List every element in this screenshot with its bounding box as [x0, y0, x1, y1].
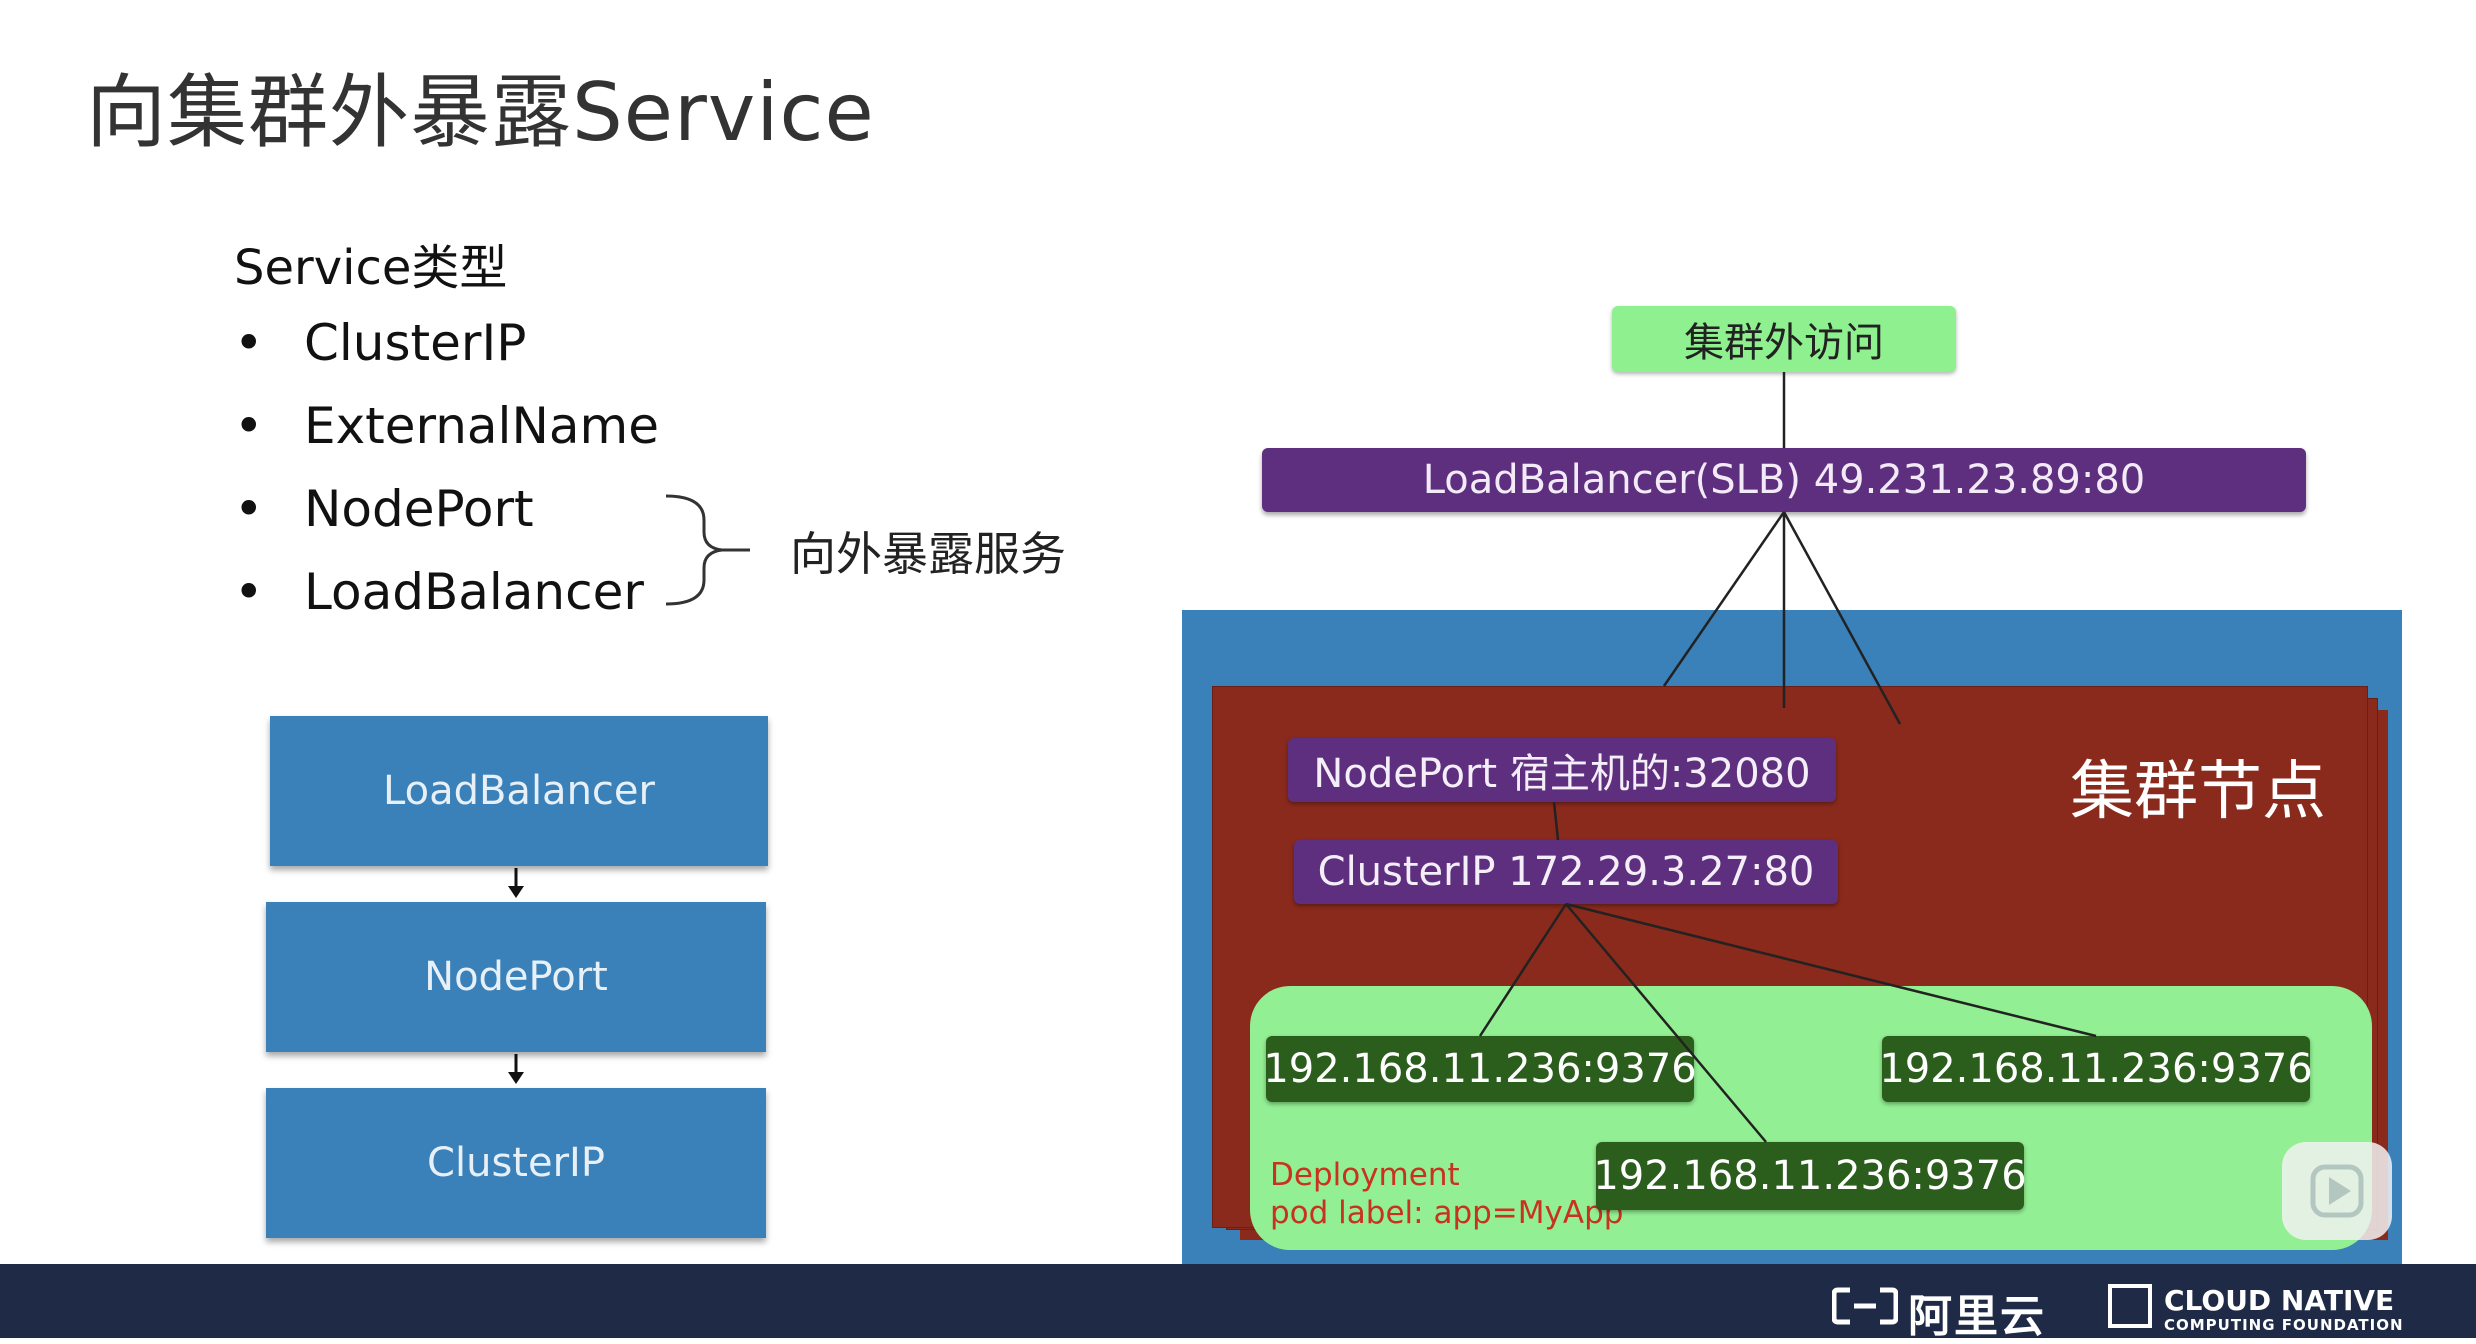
- stack-box-clusterip: ClusterIP: [266, 1088, 766, 1238]
- cncf-subtitle: COMPUTING FOUNDATION: [2164, 1316, 2404, 1334]
- expose-label: 向外暴露服务: [790, 527, 1066, 581]
- arrow-down-icon: [508, 1054, 524, 1084]
- list-item: • ExternalName: [234, 397, 659, 455]
- load-balancer-bar: LoadBalancer(SLB) 49.231.23.89:80: [1262, 448, 2306, 512]
- bullet-icon: •: [234, 397, 264, 455]
- cncf-logo-icon: [2108, 1284, 2152, 1328]
- pod-box: 192.168.11.236:9376: [1879, 1036, 2313, 1102]
- service-types-heading: Service类型: [234, 240, 508, 296]
- list-item: • LoadBalancer: [234, 563, 644, 621]
- deployment-name: Deployment: [1270, 1157, 1460, 1193]
- footer-bar: [0, 1264, 2476, 1338]
- play-icon: [2310, 1164, 2364, 1218]
- list-item: • NodePort: [234, 480, 534, 538]
- list-item-label: NodePort: [304, 480, 534, 538]
- arrow-down-icon: [508, 868, 524, 898]
- bullet-icon: •: [234, 563, 264, 621]
- clusterip-box: ClusterIP 172.29.3.27:80: [1294, 840, 1838, 904]
- stack-box-loadbalancer: LoadBalancer: [270, 716, 768, 866]
- play-button[interactable]: [2282, 1142, 2392, 1240]
- bullet-icon: •: [234, 314, 264, 372]
- brace-icon: [665, 494, 723, 606]
- page-title: 向集群外暴露Service: [86, 66, 875, 159]
- aliyun-logo-icon: [1832, 1287, 1898, 1325]
- list-item-label: ExternalName: [304, 397, 659, 455]
- pod-label-text: pod label: app=MyApp: [1270, 1195, 1624, 1231]
- list-item-label: LoadBalancer: [304, 563, 644, 621]
- cluster-node-label: 集群节点: [2070, 755, 2326, 829]
- list-item-label: ClusterIP: [304, 314, 527, 372]
- deployment-label: Deployment pod label: app=MyApp: [1270, 1156, 1623, 1232]
- list-item: • ClusterIP: [234, 314, 526, 372]
- stack-box-nodeport: NodePort: [266, 902, 766, 1052]
- external-access-box: 集群外访问: [1612, 306, 1956, 372]
- pod-box: 192.168.11.236:9376: [1263, 1036, 1697, 1102]
- nodeport-box: NodePort 宿主机的:32080: [1288, 738, 1836, 802]
- aliyun-logo-text: 阿里云: [1908, 1291, 2046, 1342]
- cncf-title: CLOUD NATIVE: [2164, 1284, 2395, 1317]
- pod-box: 192.168.11.236:9376: [1593, 1142, 2027, 1210]
- bullet-icon: •: [234, 480, 264, 538]
